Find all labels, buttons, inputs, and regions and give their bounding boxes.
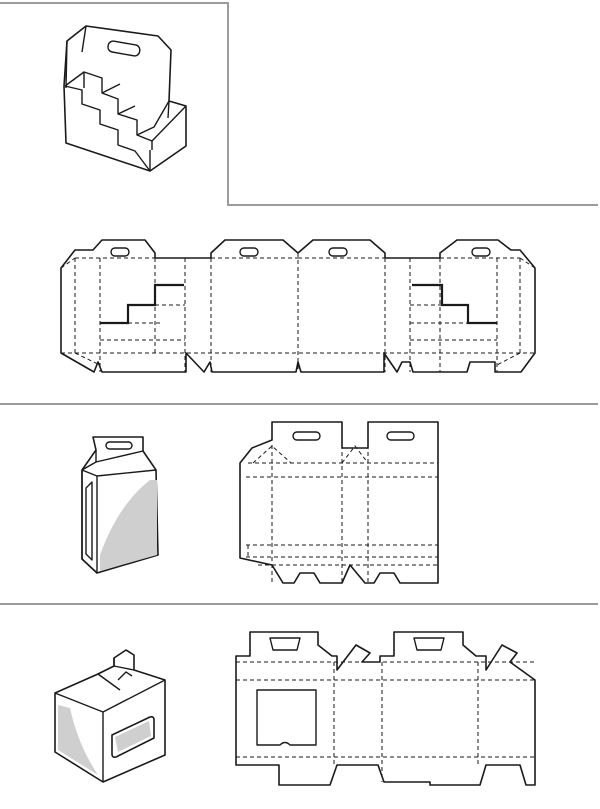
carrier-box-illustration	[63, 25, 187, 172]
section-dividers	[0, 2, 598, 605]
carrier-die-line	[60, 239, 536, 373]
gable-box-die-line	[239, 421, 439, 584]
window-box-illustration	[54, 649, 166, 783]
window-box-die-line	[235, 631, 536, 786]
gable-box-illustration	[81, 436, 159, 574]
